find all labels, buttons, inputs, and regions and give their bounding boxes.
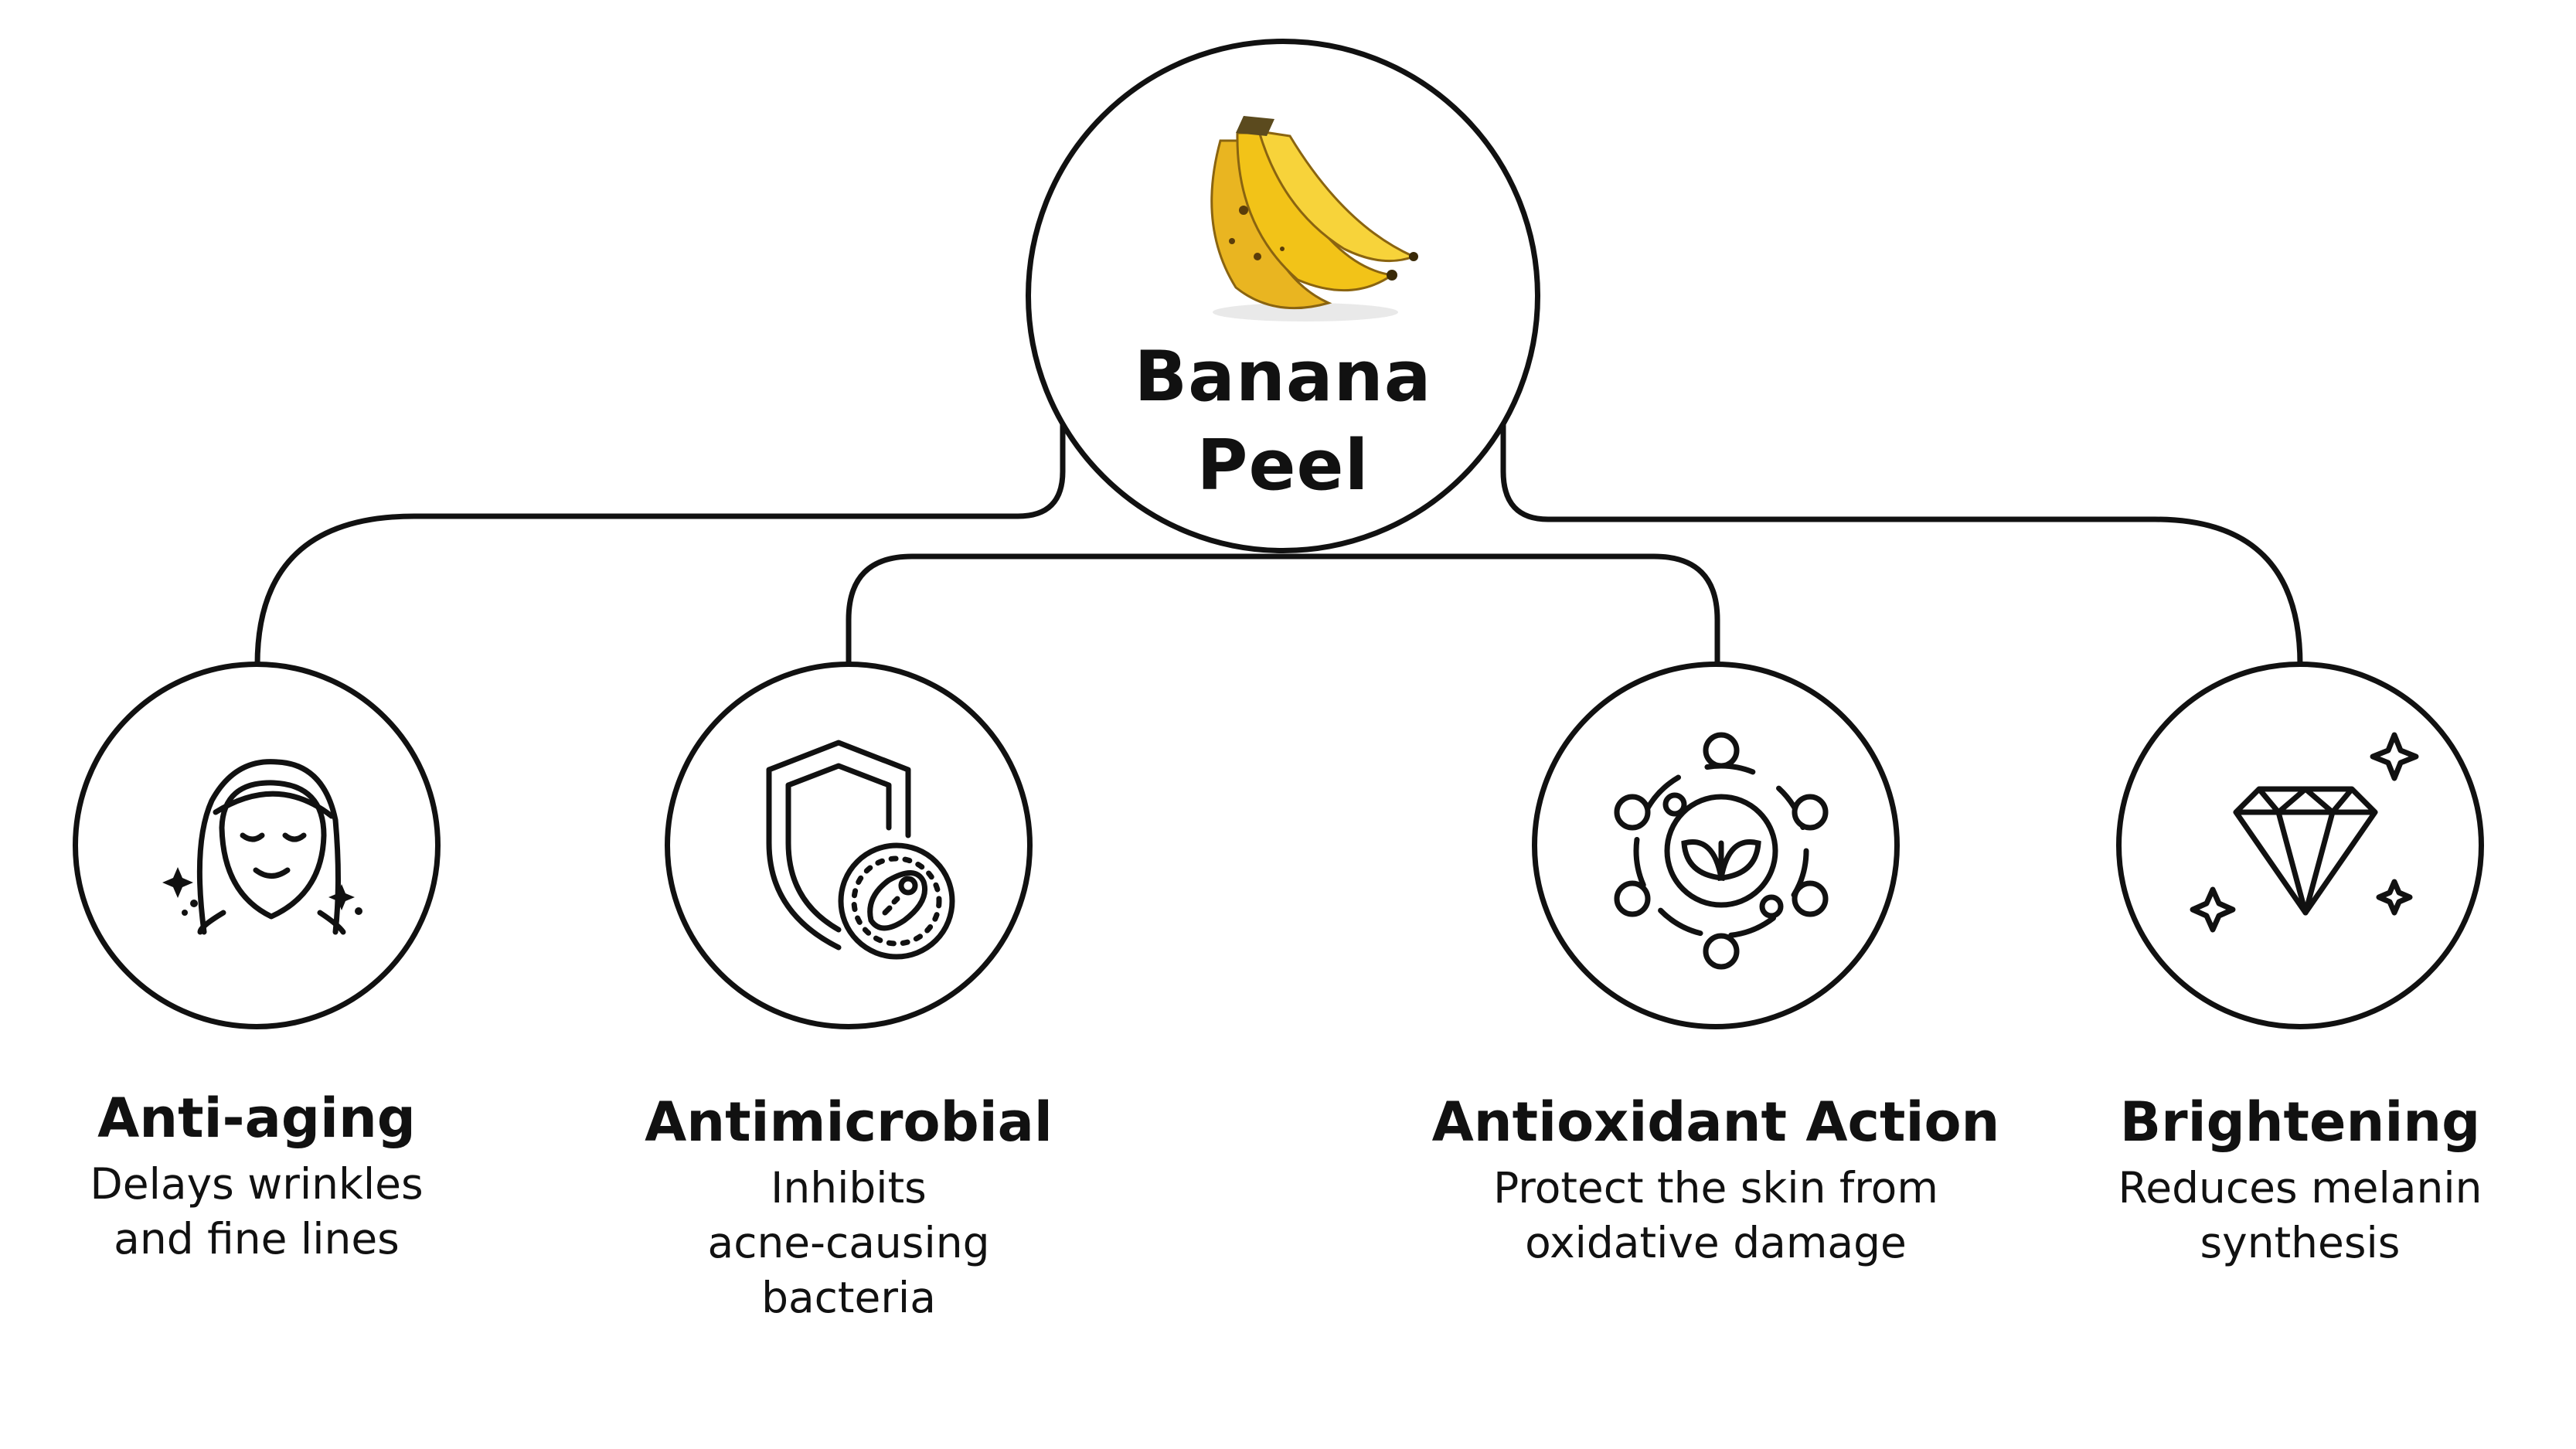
benefit-description: Protect the skin from oxidative damage [1422, 1161, 2009, 1270]
benefit-description-line: bacteria [761, 1273, 936, 1322]
face-glow-icon [162, 759, 362, 935]
benefit-description-line: Reduces melanin [2118, 1163, 2482, 1213]
node-antioxidant-action [1532, 662, 1900, 1029]
connector-inner-bar [846, 553, 1720, 665]
diamond-sparkle-icon [2190, 732, 2419, 933]
label-antioxidant-action: Antioxidant Action Protect the skin from… [1422, 1090, 2009, 1270]
center-node-banana-peel: Banana Peel [1026, 39, 1540, 553]
benefit-description-line: acne-causing [707, 1218, 990, 1267]
benefit-title: Anti-aging [97, 1087, 416, 1150]
benefit-description: Delays wrinkles and fine lines [0, 1157, 550, 1267]
connector-to-brightening [1500, 423, 2303, 665]
benefit-description-line: Inhibits [771, 1163, 927, 1213]
benefit-description-line: and fine lines [114, 1214, 400, 1264]
benefit-description-line: oxidative damage [1525, 1218, 1907, 1267]
benefit-description-line: synthesis [2200, 1218, 2401, 1267]
label-anti-aging: Anti-aging Delays wrinkles and fine line… [0, 1086, 550, 1267]
benefit-title: Antioxidant Action [1431, 1090, 2000, 1154]
molecule-leaf-icon [1614, 732, 1829, 970]
node-antimicrobial [665, 662, 1033, 1029]
benefit-description: Reduces melanin synthesis [2006, 1161, 2576, 1270]
benefit-title: Antimicrobial [645, 1090, 1053, 1154]
label-brightening: Brightening Reduces melanin synthesis [2006, 1090, 2576, 1270]
banana-bunch-icon [1210, 116, 1418, 321]
label-antimicrobial: Antimicrobial Inhibits acne-causing bact… [555, 1090, 1142, 1325]
benefit-title: Brightening [2119, 1090, 2481, 1154]
node-brightening [2116, 662, 2484, 1029]
node-anti-aging [73, 662, 441, 1029]
benefit-description: Inhibits acne-causing bacteria [555, 1161, 1142, 1325]
shield-bacteria-icon [766, 740, 955, 960]
benefit-description-line: Delays wrinkles [90, 1159, 424, 1209]
center-title-line-1: Banana [1134, 336, 1432, 417]
connector-to-anti-aging [254, 423, 1066, 665]
center-title-line-2: Peel [1196, 425, 1370, 506]
benefit-description-line: Protect the skin from [1493, 1163, 1938, 1213]
